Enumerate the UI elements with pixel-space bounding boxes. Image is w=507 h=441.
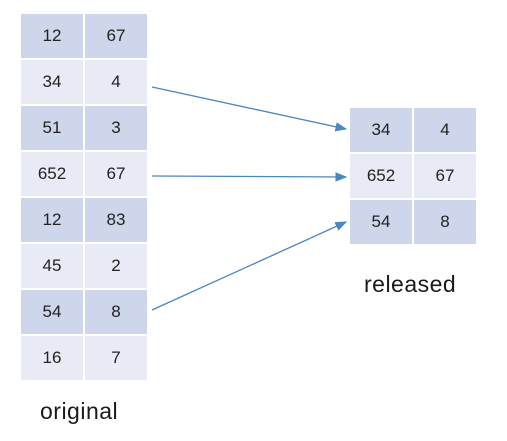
released-row: 54 8 [350,200,476,244]
original-cell: 7 [85,336,147,380]
original-caption: original [40,398,119,424]
released-caption: released [364,271,457,297]
original-cell: 83 [85,198,147,242]
original-row: 16 7 [21,336,147,380]
original-cell: 45 [21,244,83,288]
original-cell: 4 [85,60,147,104]
released-cell: 8 [414,200,476,244]
arrow-row-652-to-released [151,172,348,182]
original-row: 51 3 [21,106,147,150]
released-cell: 34 [350,108,412,152]
original-cell: 51 [21,106,83,150]
original-row: 45 2 [21,244,147,288]
original-table: 12 67 34 4 51 3 652 67 12 83 45 2 54 8 1… [19,12,149,382]
released-cell: 4 [414,108,476,152]
original-cell: 12 [21,14,83,58]
released-cell: 652 [350,154,412,198]
original-cell: 652 [21,152,83,196]
original-cell: 34 [21,60,83,104]
arrow-row-54-to-released [151,221,348,311]
original-row: 34 4 [21,60,147,104]
released-table: 34 4 652 67 54 8 [348,106,478,246]
original-row: 12 83 [21,198,147,242]
original-cell: 8 [85,290,147,334]
original-cell: 3 [85,106,147,150]
released-row: 652 67 [350,154,476,198]
original-row: 652 67 [21,152,147,196]
released-cell: 67 [414,154,476,198]
original-cell: 12 [21,198,83,242]
original-cell: 67 [85,152,147,196]
original-cell: 16 [21,336,83,380]
original-cell: 67 [85,14,147,58]
original-row: 54 8 [21,290,147,334]
arrow-row-34-to-released [151,86,348,132]
original-cell: 2 [85,244,147,288]
released-cell: 54 [350,200,412,244]
original-cell: 54 [21,290,83,334]
released-row: 34 4 [350,108,476,152]
original-row: 12 67 [21,14,147,58]
